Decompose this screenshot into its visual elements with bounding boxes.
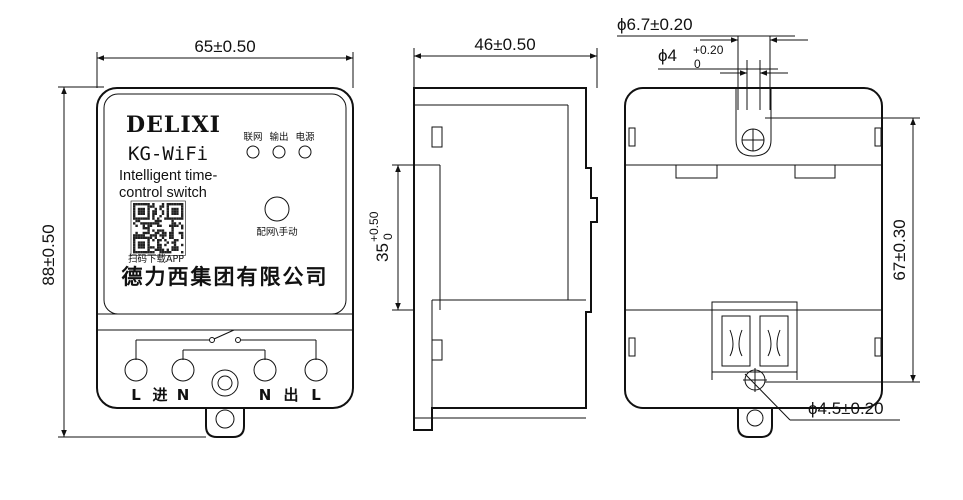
qr-code-icon bbox=[130, 200, 186, 256]
indicator-leds: 联网 输出 电源 bbox=[243, 131, 315, 159]
mount-height-dimension: 67±0.30 bbox=[765, 117, 920, 383]
front-width-dimension: 65±0.50 bbox=[96, 37, 354, 88]
model-name: KG-WiFi bbox=[128, 143, 208, 165]
terminal-label-l-out: L bbox=[311, 386, 321, 404]
hole-outer-dim: ϕ6.7±0.20 bbox=[617, 15, 693, 34]
rail-dim-tol-upper: +0.50 bbox=[367, 211, 381, 242]
back-mounting-tab bbox=[737, 408, 773, 438]
center-boss-inner bbox=[217, 375, 233, 391]
company-name: 德力西集团有限公司 bbox=[122, 265, 329, 289]
terminal-screw-l-out bbox=[304, 358, 328, 382]
brand-logo: DELIXI bbox=[126, 112, 221, 138]
mount-height-label: 67±0.30 bbox=[890, 219, 909, 280]
rail-dim-tol-lower: 0 bbox=[381, 233, 395, 240]
description-line-2: control switch bbox=[119, 185, 207, 201]
center-boss-outer bbox=[211, 369, 239, 397]
back-view: ϕ6.7±0.20 ϕ4 +0.20 0 bbox=[617, 15, 920, 438]
side-body-outline bbox=[413, 87, 598, 431]
front-width-label: 65±0.50 bbox=[194, 37, 255, 56]
front-mounting-tab bbox=[205, 408, 245, 438]
led-label-network: 联网 bbox=[243, 132, 262, 143]
description-line-1: Intelligent time- bbox=[119, 168, 217, 184]
terminal-screw-n-in bbox=[171, 358, 195, 382]
led-network-icon bbox=[246, 145, 260, 159]
side-view: 46±0.50 35 +0.50 0 bbox=[367, 35, 598, 431]
back-body-outline bbox=[624, 87, 883, 409]
terminal-screw-l-in bbox=[124, 358, 148, 382]
terminal-screws bbox=[124, 358, 328, 397]
relay-switch-symbol bbox=[135, 329, 317, 360]
terminal-label-n-in: N bbox=[177, 386, 190, 404]
terminal-label-in: 进 bbox=[152, 386, 167, 404]
bottom-hole-dimension: ϕ4.5±0.20 bbox=[744, 373, 900, 421]
side-depth-dimension: 46±0.50 bbox=[413, 35, 598, 88]
terminal-label-out: 出 bbox=[283, 386, 298, 404]
front-height-label: 88±0.50 bbox=[39, 224, 58, 285]
terminal-label-l-in: L bbox=[131, 386, 141, 404]
pairing-button bbox=[264, 196, 290, 222]
bottom-hole-label: ϕ4.5±0.20 bbox=[808, 399, 884, 418]
led-label-power: 电源 bbox=[295, 131, 315, 143]
terminal-label-n-out: N bbox=[259, 386, 272, 404]
side-slot-top bbox=[431, 126, 443, 148]
qr-caption: 扫码下载APP bbox=[128, 253, 184, 265]
pairing-button-label: 配网\手动 bbox=[256, 226, 297, 238]
front-height-dimension: 88±0.50 bbox=[39, 86, 206, 438]
hole-inner-dim: ϕ4 bbox=[658, 46, 677, 65]
led-power-icon bbox=[298, 145, 312, 159]
terminal-screw-n-out bbox=[253, 358, 277, 382]
side-slot-bottom bbox=[431, 339, 443, 361]
front-body-outline bbox=[96, 87, 354, 409]
rail-dimension: 35 +0.50 0 bbox=[367, 164, 414, 311]
rail-dim-main: 35 bbox=[373, 243, 392, 262]
front-view: 65±0.50 88±0.50 DELIXI KG-WiFi Intellige… bbox=[39, 37, 354, 438]
hole-inner-tol-upper: +0.20 bbox=[693, 43, 724, 57]
led-label-output: 输出 bbox=[269, 131, 288, 143]
hole-inner-tol-lower: 0 bbox=[694, 57, 701, 71]
side-depth-label: 46±0.50 bbox=[474, 35, 535, 54]
top-hole-dimensions: ϕ6.7±0.20 ϕ4 +0.20 0 bbox=[617, 15, 808, 110]
led-output-icon bbox=[272, 145, 286, 159]
